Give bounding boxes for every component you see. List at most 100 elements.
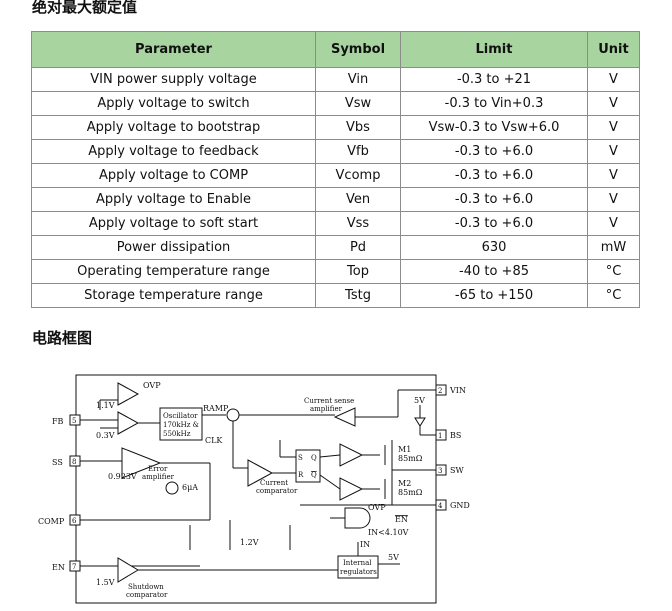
label-m1r: 85mΩ (398, 454, 423, 463)
label-clk: CLK (205, 436, 223, 445)
pin-sw-label: SW (450, 466, 464, 475)
cell-parameter: Apply voltage to switch (31, 91, 316, 116)
header-symbol: Symbol (315, 31, 401, 68)
absolute-max-table: Parameter Symbol Limit Unit VIN power su… (31, 31, 640, 308)
cell-limit: -0.3 to +6.0 (400, 211, 588, 236)
pin-fb-num: 5 (72, 417, 76, 425)
label-osc3: 550kHz (163, 430, 191, 438)
cell-symbol: Vbs (315, 115, 401, 140)
cell-limit: -0.3 to Vin+0.3 (400, 91, 588, 116)
label-m2: M2 (398, 479, 411, 488)
cell-symbol: Vcomp (315, 163, 401, 188)
cell-parameter: Apply voltage to soft start (31, 211, 316, 236)
pin-ss-label: SS (52, 458, 63, 467)
label-cc1: Current (260, 479, 288, 487)
label-5v: 5V (414, 396, 425, 405)
pin-comp-label: COMP (38, 517, 65, 526)
label-cs1: Current sense (304, 397, 354, 405)
label-sd1: Shutdown (128, 583, 164, 591)
label-qb: Q (311, 471, 317, 479)
cell-limit: -40 to +85 (400, 259, 588, 284)
label-osc2: 170kHz & (163, 421, 199, 429)
cell-parameter: Power dissipation (31, 235, 316, 260)
cell-parameter: Storage temperature range (31, 283, 316, 308)
cell-symbol: Top (315, 259, 401, 284)
label-1-5v: 1.5V (96, 578, 115, 587)
label-ovp: OVP (143, 381, 161, 390)
label-ea2: amplifier (142, 473, 175, 481)
pin-ss-num: 8 (72, 458, 76, 466)
label-m2r: 85mΩ (398, 488, 423, 497)
cell-parameter: Apply voltage to feedback (31, 139, 316, 164)
pin-en-label: EN (52, 563, 65, 572)
label-ir2: regulators (340, 568, 377, 576)
cell-limit: Vsw-0.3 to Vsw+6.0 (400, 115, 588, 140)
cell-parameter: Apply voltage to Enable (31, 187, 316, 212)
pin-bs-num: 1 (438, 432, 442, 440)
label-s: S (298, 454, 303, 462)
cell-symbol: Vin (315, 67, 401, 92)
pin-bs-label: BS (450, 431, 461, 440)
header-parameter: Parameter (31, 31, 316, 68)
section-title-absolute-max: 绝对最大额定值 (32, 0, 138, 16)
cell-unit: mW (587, 235, 640, 260)
pin-vin-label: VIN (449, 386, 466, 395)
cell-parameter: Apply voltage to COMP (31, 163, 316, 188)
pin-en-num: 7 (72, 563, 76, 571)
pin-vin-num: 2 (438, 387, 442, 395)
cell-limit: 630 (400, 235, 588, 260)
cell-limit: -65 to +150 (400, 283, 588, 308)
label-sd2: comparator (126, 591, 168, 599)
cell-symbol: Pd (315, 235, 401, 260)
cell-symbol: Tstg (315, 283, 401, 308)
pin-comp-num: 6 (72, 517, 77, 525)
label-q: Q (311, 454, 317, 462)
label-1-2v: 1.2V (240, 538, 259, 547)
label-r: R (298, 471, 304, 479)
cell-unit: V (587, 115, 640, 140)
cell-limit: -0.3 to +6.0 (400, 139, 588, 164)
label-osc1: Oscillator (163, 412, 198, 420)
header-unit: Unit (587, 31, 640, 68)
label-ea1: Error (148, 465, 168, 473)
label-0-923v: 0.923V (108, 472, 137, 481)
header-limit: Limit (400, 31, 588, 68)
label-cs2: amplifier (310, 405, 343, 413)
cell-unit: °C (587, 259, 640, 284)
label-enb: EN (395, 515, 408, 524)
cell-limit: -0.3 to +6.0 (400, 163, 588, 188)
cell-unit: V (587, 67, 640, 92)
label-in-lt: IN<4.10V (368, 528, 409, 537)
cell-parameter: Operating temperature range (31, 259, 316, 284)
cell-symbol: Vss (315, 211, 401, 236)
label-m1: M1 (398, 445, 411, 454)
label-ovp2: OVP (368, 503, 386, 512)
label-cc2: comparator (256, 487, 298, 495)
label-ir1: Internal (343, 559, 372, 567)
block-diagram: FB 5 SS 8 COMP 6 EN 7 VIN 2 BS 1 SW 3 GN… (38, 374, 470, 604)
cell-unit: V (587, 163, 640, 188)
table-header-row: Parameter Symbol Limit Unit (31, 31, 640, 68)
cell-unit: V (587, 91, 640, 116)
cell-unit: V (587, 187, 640, 212)
label-ramp: RAMP (203, 404, 229, 413)
label-in: IN (360, 540, 370, 549)
cell-symbol: Vsw (315, 91, 401, 116)
label-5v-b: 5V (388, 553, 399, 562)
label-0-3v: 0.3V (96, 431, 115, 440)
cell-limit: -0.3 to +21 (400, 67, 588, 92)
pin-gnd-num: 4 (438, 502, 443, 510)
pin-gnd-label: GND (450, 501, 470, 510)
section-title-block-diagram: 电路框图 (32, 329, 93, 347)
cell-unit: V (587, 211, 640, 236)
cell-limit: -0.3 to +6.0 (400, 187, 588, 212)
cell-unit: V (587, 139, 640, 164)
